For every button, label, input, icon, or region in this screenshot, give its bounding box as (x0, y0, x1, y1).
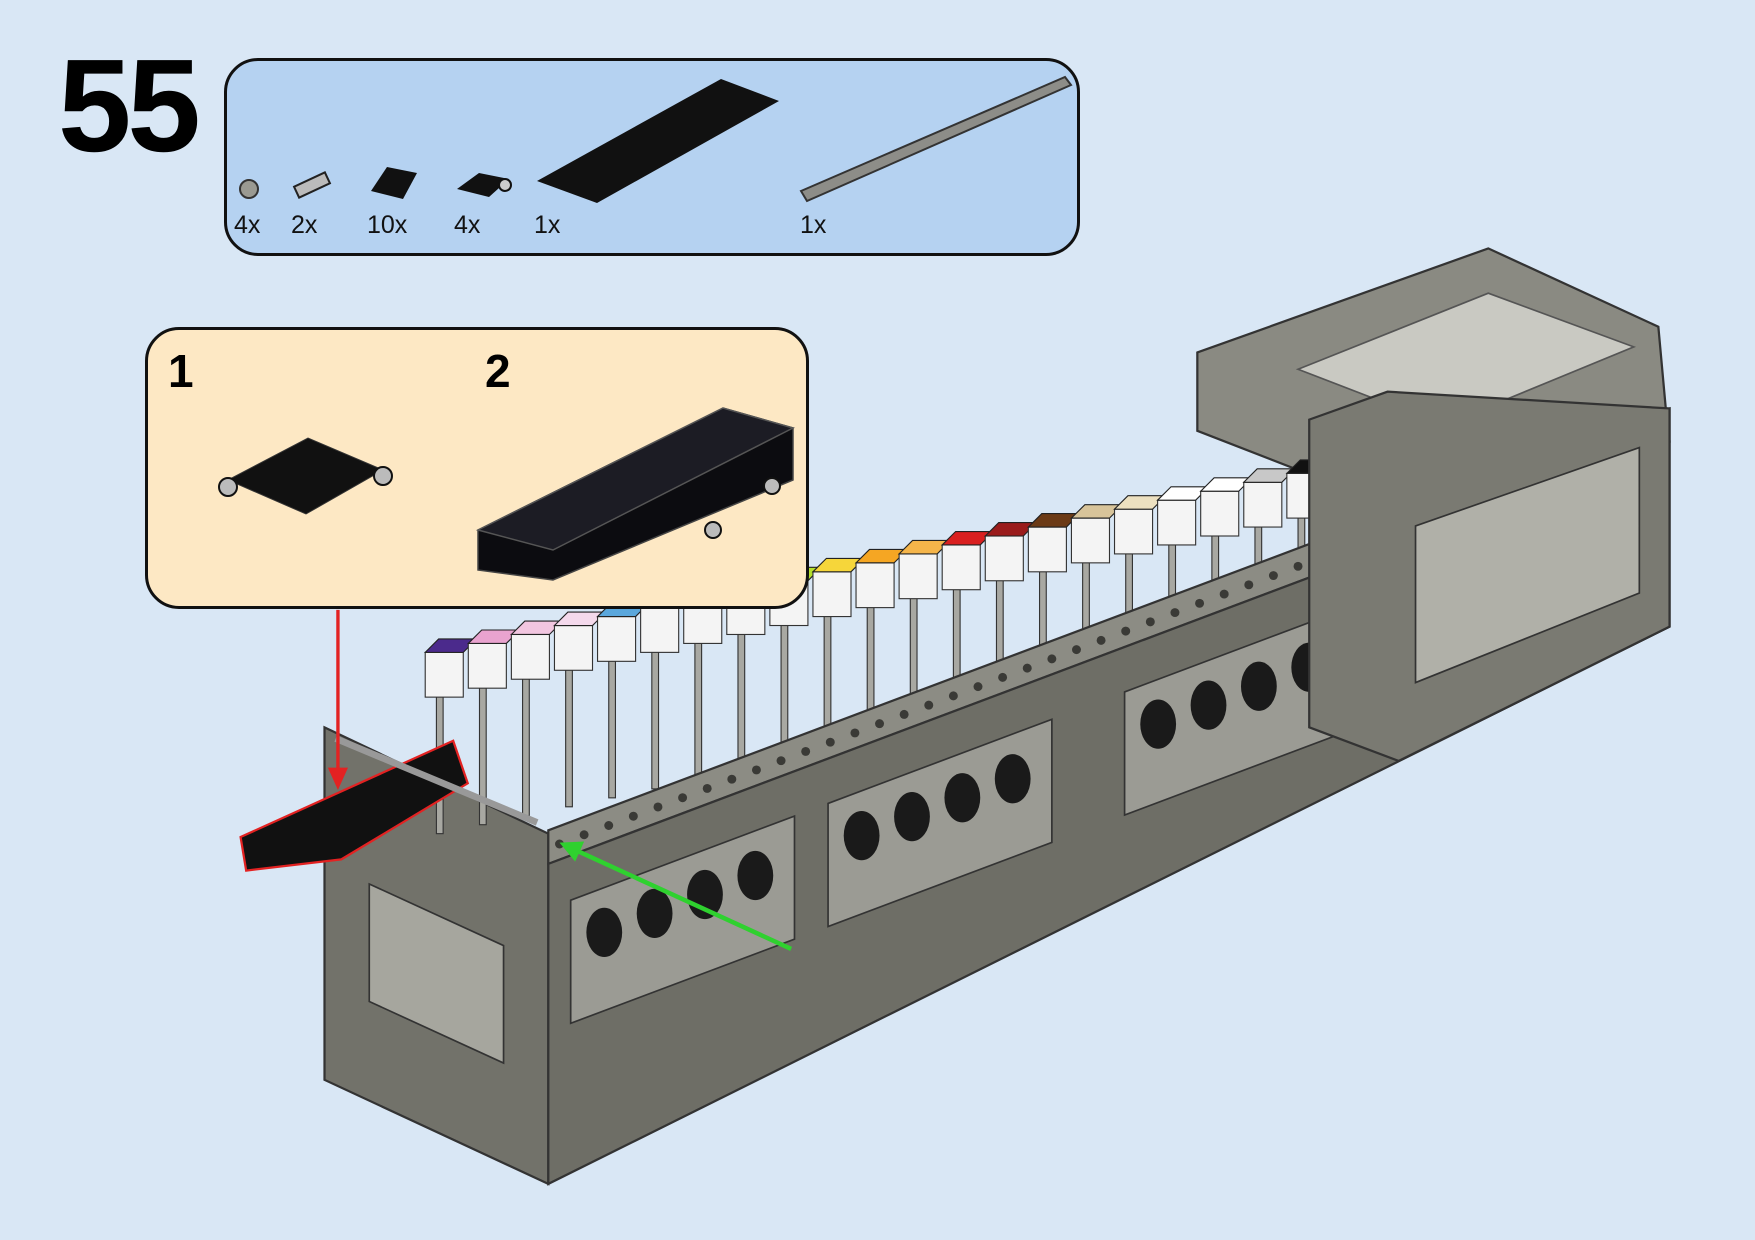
plate-2x10-part-icon (537, 79, 779, 203)
gear (1190, 680, 1227, 730)
beam-hole (555, 839, 564, 849)
beam-hole (702, 783, 712, 793)
part-qty: 4x (454, 211, 481, 239)
key-body (1200, 490, 1240, 537)
beam-hole (1244, 580, 1254, 590)
beam-hole (875, 719, 885, 729)
beam-hole (998, 672, 1008, 682)
left-end-opening (368, 882, 505, 1065)
part-qty: 1x (800, 211, 827, 239)
beam-hole (653, 802, 663, 812)
beam-hole (1072, 645, 1081, 655)
key-body (467, 642, 507, 689)
beam-hole (1293, 561, 1303, 571)
right-tower-opening (1414, 446, 1641, 684)
rod (737, 624, 746, 772)
beam-hole (801, 746, 811, 756)
rod (651, 642, 660, 790)
beam-hole (1096, 635, 1106, 645)
sub-step-label: 2 (485, 345, 511, 397)
beam-hole (973, 682, 983, 692)
gear (894, 792, 930, 842)
beam-hole (678, 793, 688, 803)
part-qty: 1x (534, 211, 561, 239)
gear (994, 754, 1031, 804)
gear (636, 888, 673, 939)
sub-step-label: 1 (168, 345, 194, 397)
key-body (424, 651, 464, 698)
part-qty: 10x (367, 211, 408, 239)
key-body (812, 571, 852, 618)
axle-rod (334, 735, 539, 826)
beam-hole (825, 737, 835, 747)
beam-hole (1022, 663, 1032, 673)
key-body (898, 553, 938, 600)
gear (843, 810, 880, 861)
parts-illustrations (239, 75, 1073, 203)
beam-hole (776, 756, 786, 766)
part-qty: 4x (234, 211, 261, 239)
beam-hole (1268, 571, 1278, 581)
plate-pin-hole-part-icon (457, 173, 512, 197)
part-qty: 2x (291, 211, 318, 239)
gear (737, 850, 774, 901)
beam-hole (1047, 654, 1057, 664)
key-body (1157, 499, 1197, 546)
key-body (1027, 526, 1067, 573)
beam-hole (579, 830, 589, 840)
sub-step-2-slope-assembly (475, 407, 796, 581)
sub-step-1-plate (218, 437, 393, 515)
beam-hole (1219, 589, 1229, 599)
rod (522, 669, 530, 817)
key-body (596, 616, 637, 662)
gear (586, 907, 623, 957)
beam-hole (924, 700, 934, 710)
slope-part-icon (371, 167, 417, 199)
key-body (855, 562, 895, 609)
key-body (1113, 508, 1154, 555)
beam-hole (899, 709, 909, 719)
key-body (1070, 517, 1111, 564)
gear (1240, 661, 1277, 711)
beam-hole (604, 821, 614, 830)
beam-hole (628, 811, 638, 821)
red-arrow-icon (327, 609, 349, 791)
beam-hole (1121, 626, 1131, 636)
rod (694, 633, 703, 781)
key-body (640, 607, 680, 653)
rod (608, 651, 617, 799)
frame-openings (569, 606, 1350, 1025)
beam-hole (727, 774, 737, 784)
beam-hole (948, 691, 958, 701)
key-body (984, 535, 1024, 582)
callout-illustration (218, 407, 796, 581)
beam-hole (1195, 598, 1205, 608)
gear (944, 773, 981, 823)
beam-hole (850, 728, 860, 738)
beam-hole (1170, 608, 1180, 618)
green-arrow-icon (559, 841, 793, 951)
key-body (941, 544, 981, 591)
beam-hole (751, 765, 761, 775)
rod (565, 660, 573, 808)
pin-connector-part-icon (292, 171, 332, 199)
key-body (553, 624, 594, 671)
sub-assembly-callout: 1 2 (145, 327, 809, 609)
key-body (1243, 481, 1283, 528)
key-body (510, 633, 550, 680)
axle-part-icon (799, 75, 1073, 203)
bush-part-icon (239, 179, 259, 199)
step-number: 55 (58, 32, 201, 179)
gear (1140, 699, 1177, 749)
beam-hole (1145, 617, 1155, 627)
parts-list-box: 4x 2x 10x 4x 1x 1x (224, 58, 1080, 256)
